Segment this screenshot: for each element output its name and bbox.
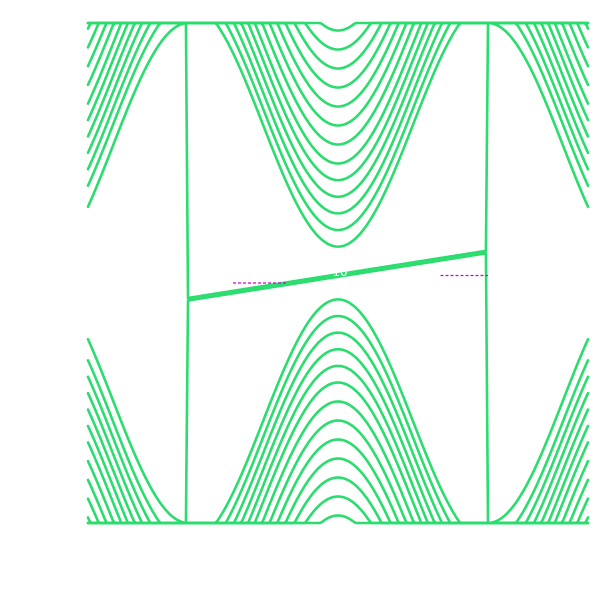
fermi-level-markers xyxy=(233,274,488,284)
valence-band-6 xyxy=(86,381,590,525)
conduction-band-9 xyxy=(86,21,590,108)
conduction-band-12 xyxy=(86,21,590,51)
conduction-band-5 xyxy=(86,21,590,182)
valence-band-10 xyxy=(86,457,590,525)
valence-band-13 xyxy=(86,514,590,525)
band-lines xyxy=(86,21,590,525)
conduction-band-3 xyxy=(86,21,590,215)
valence-band-3 xyxy=(86,331,590,525)
valence-band-9 xyxy=(86,438,590,525)
conduction-band-6 xyxy=(86,21,590,165)
valence-band-5 xyxy=(86,364,590,525)
conduction-band-13 xyxy=(86,21,590,32)
edge-state-lower xyxy=(86,252,590,525)
edge-state-upper xyxy=(86,21,590,300)
annotation-label: 10 xyxy=(332,265,347,279)
valence-band-12 xyxy=(86,495,590,525)
conduction-band-10 xyxy=(86,21,590,89)
